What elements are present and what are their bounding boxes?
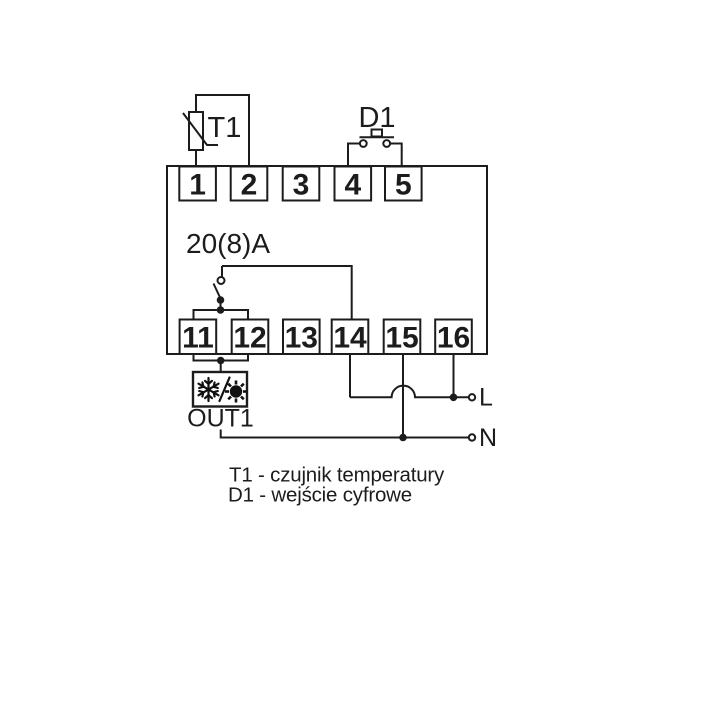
legend: T1 - czujnik temperatury D1 - wejście cy… xyxy=(228,464,445,507)
out1-label: OUT1 xyxy=(187,405,254,433)
relay-output-bracket xyxy=(192,309,249,319)
terminal-12: 12 xyxy=(230,318,270,355)
svg-text:3: 3 xyxy=(293,169,310,202)
svg-text:2: 2 xyxy=(241,169,258,202)
pushbutton-contact-left xyxy=(358,139,368,148)
svg-text:14: 14 xyxy=(333,322,367,355)
terminal-row-top: 1 2 3 4 5 xyxy=(178,165,423,202)
relay-lever xyxy=(212,283,222,299)
terminal-11: 11 xyxy=(178,318,218,355)
relay-switch: 20(8)A xyxy=(186,228,353,320)
terminal-5: 5 xyxy=(384,165,423,202)
terminal-16: 16 xyxy=(434,318,473,355)
svg-text:5: 5 xyxy=(395,169,412,202)
relay-switch-symbol xyxy=(212,276,226,314)
terminal-1: 1 xyxy=(178,165,217,202)
relay-rating-label: 20(8)A xyxy=(186,228,270,259)
device-body xyxy=(166,165,488,355)
terminal-2: 2 xyxy=(229,165,269,202)
l-terminal-circle xyxy=(467,393,477,402)
sensor-label: T1 xyxy=(208,112,242,144)
svg-text:11: 11 xyxy=(182,322,214,355)
pushbutton-contact-right xyxy=(382,139,392,148)
n-terminal-circle xyxy=(467,433,477,442)
svg-text:4: 4 xyxy=(344,169,361,202)
snowflake-icon xyxy=(197,376,220,403)
icon-slash xyxy=(218,376,231,403)
sensor-loop-wire xyxy=(195,94,250,167)
pushbutton-wire-left xyxy=(347,142,360,167)
thermistor-diagonal xyxy=(182,112,218,146)
temperature-sensor: T1 xyxy=(182,94,250,167)
svg-text:12: 12 xyxy=(233,322,266,355)
junction-dot xyxy=(449,393,458,402)
pushbutton-wire-right xyxy=(390,142,403,167)
terminal-13: 13 xyxy=(282,318,321,355)
pushbutton-plunger xyxy=(370,128,383,138)
sun-icon xyxy=(225,380,247,403)
svg-text:16: 16 xyxy=(437,322,470,355)
terminal-15: 15 xyxy=(382,318,422,355)
junction-dot xyxy=(399,433,407,442)
svg-text:1: 1 xyxy=(189,169,206,202)
neutral-n-wire xyxy=(219,429,469,439)
n-label: N xyxy=(479,424,497,452)
out1-output: OUT1 xyxy=(187,354,254,433)
digital-input: D1 xyxy=(347,102,403,167)
terminal-4: 4 xyxy=(333,165,373,202)
terminal-row-bottom: 11 12 13 14 15 16 xyxy=(178,318,473,355)
svg-text:15: 15 xyxy=(385,322,418,355)
power-wiring: L N xyxy=(219,354,497,452)
relay-fixed-contact xyxy=(216,276,226,285)
terminal-3: 3 xyxy=(281,165,321,202)
terminal-14: 14 xyxy=(330,318,370,355)
legend-line-2: D1 - wejście cyfrowe xyxy=(228,484,412,507)
relay-common-wire xyxy=(222,265,353,320)
legend-line-1: T1 - czujnik temperatury xyxy=(229,464,445,487)
svg-text:13: 13 xyxy=(285,322,318,355)
l-label: L xyxy=(479,384,493,412)
